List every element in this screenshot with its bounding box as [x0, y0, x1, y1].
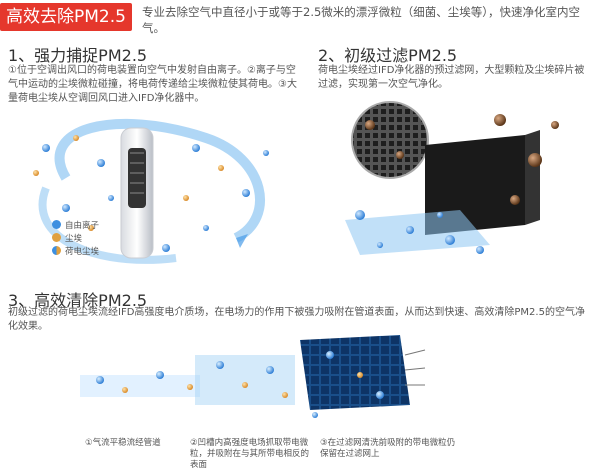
step2-desc: 荷电尘埃经过IFD净化器的预过滤网，大型颗粒及尘埃碎片被过滤，实现第一次空气净化…: [318, 65, 585, 90]
step1-desc: ①位于空调出风口的荷电装置向空气中发射自由离子。②离子与空气中运动的尘埃微粒碰撞…: [8, 65, 297, 104]
electrostatic-filter-illustration: [80, 335, 426, 418]
intro-text: 专业去除空气中直径小于或等于2.5微米的漂浮微粒（细菌、尘埃等），快速净化室内空…: [142, 5, 581, 35]
legend-item: 尘埃: [52, 231, 99, 244]
airflow-arrow: [54, 118, 265, 243]
legend-item: 自由离子: [52, 218, 99, 231]
ionizer-illustration: [33, 118, 269, 264]
caption-3: ③在过滤网清洗前吸附的带电微粒仍保留在过滤网上: [320, 438, 456, 459]
step2-title: 2、初级过滤PM2.5: [318, 46, 458, 65]
legend-item: 荷电尘埃: [52, 244, 99, 257]
charged-dust-dot-icon: [52, 246, 61, 255]
legend: 自由离子 尘埃 荷电尘埃: [52, 218, 99, 257]
prefilter-illustration: [345, 101, 559, 255]
dust-dot-icon: [52, 233, 61, 242]
step3-title: 3、高效清除PM2.5: [8, 291, 148, 310]
step3-desc: 初级过滤的荷电尘埃流经IFD高强度电介质场，在电场力的作用下被强力吸附在管道表面…: [8, 307, 585, 332]
caption-1: ①气流平稳流经管道: [85, 438, 161, 448]
step1-title: 1、强力捕捉PM2.5: [8, 46, 148, 65]
section-badge: 高效去除PM2.5: [0, 3, 132, 31]
free-ion-dot-icon: [52, 220, 61, 229]
caption-2: ②凹槽内高强度电场抓取带电微粒，并吸附在与其所带电相反的表面: [190, 438, 310, 470]
